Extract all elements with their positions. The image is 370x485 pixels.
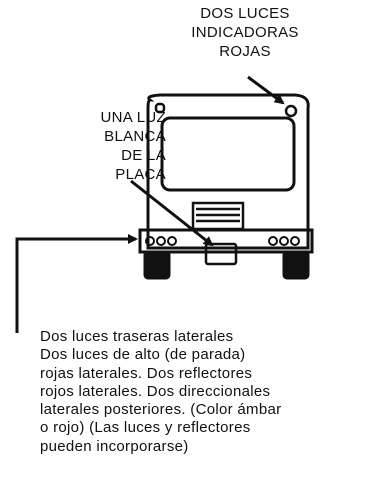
arrow-top-markers xyxy=(247,75,285,105)
label-line: Dos luces de alto (de parada) xyxy=(40,346,246,364)
bus-body-outline xyxy=(146,93,310,250)
arrow-side-lights xyxy=(15,234,138,333)
label-line: o rojo) (Las luces y reflectores xyxy=(40,419,251,437)
label-line: rojas laterales. Dos reflectores xyxy=(40,364,253,382)
label-line: Dos luces traseras laterales xyxy=(40,328,234,345)
label-line: ROJAS xyxy=(219,43,271,60)
upper-marker-light-left xyxy=(154,102,166,114)
label-line: rojos laterales. Dos direccionales xyxy=(40,382,271,400)
plate-light-label: UNA LUZ BLANCA DE LA PLACA xyxy=(34,108,166,184)
label-line: DE LA xyxy=(121,147,166,164)
label-line: DOS LUCES xyxy=(200,5,290,22)
label-line: BLANCA xyxy=(104,128,166,145)
top-markers-label: DOS LUCES INDICADORAS ROJAS xyxy=(130,4,360,61)
rear-wheel-right xyxy=(282,250,310,280)
arrow-plate-light xyxy=(130,179,214,247)
bumper xyxy=(138,228,314,254)
rear-window xyxy=(160,116,296,192)
rear-wheel-left xyxy=(143,250,171,280)
label-line: PLACA xyxy=(115,166,166,183)
license-plate xyxy=(204,242,238,266)
right-tail-lights xyxy=(268,236,300,246)
label-line: pueden incorporarse) xyxy=(40,437,189,455)
upper-marker-light-right xyxy=(284,104,298,118)
left-tail-lights xyxy=(145,236,177,246)
label-line: UNA LUZ xyxy=(100,109,166,126)
label-line: INDICADORAS xyxy=(191,24,299,41)
bus-rear-view xyxy=(138,93,314,280)
label-line: laterales posteriores. (Color ámbar xyxy=(40,401,282,419)
side-lights-description: Dos luces traseras laterales Dos luces d… xyxy=(40,328,366,456)
callout-arrows xyxy=(15,75,285,333)
